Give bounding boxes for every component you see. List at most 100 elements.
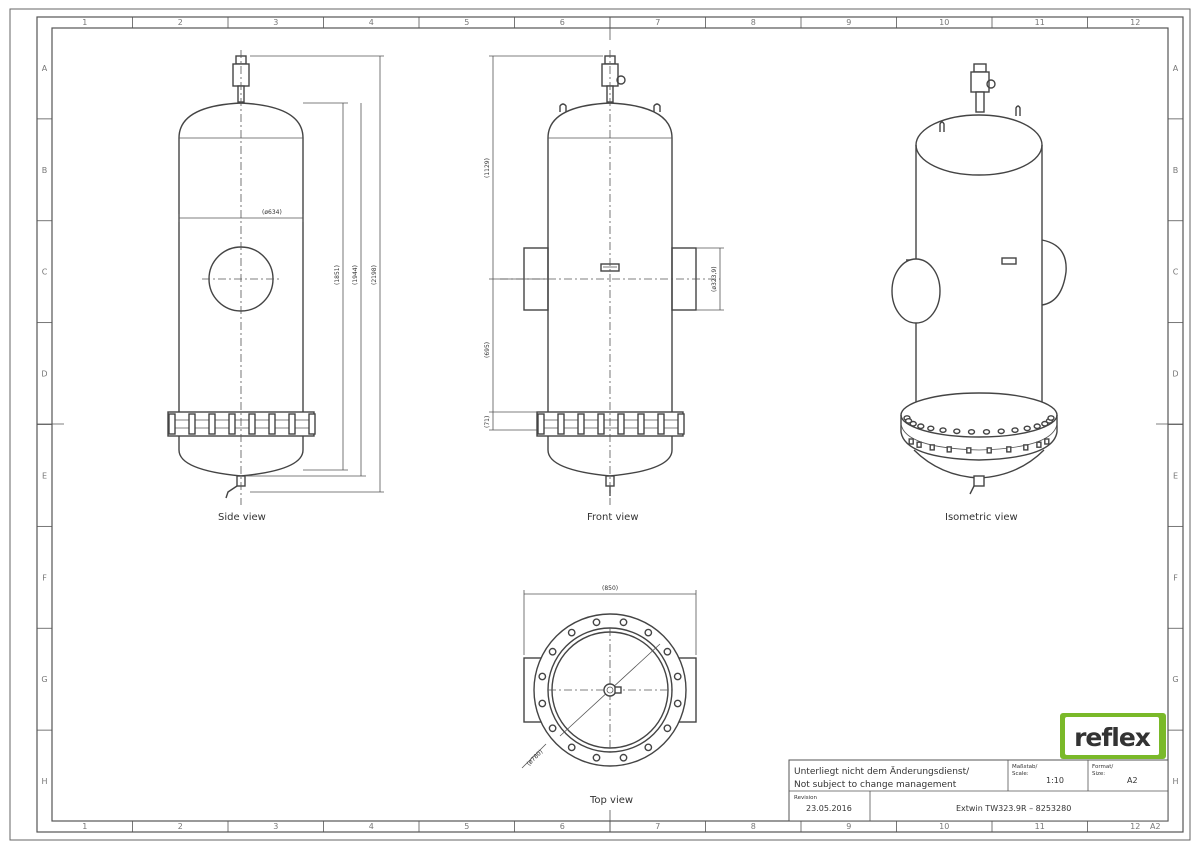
flange-bolt [953, 428, 961, 435]
grid-col-label-bottom: 2 [178, 822, 183, 831]
side-view-drawing [167, 50, 384, 505]
flange-bolt-hole [673, 699, 682, 708]
grid-col-label-top: 6 [560, 18, 565, 27]
grid-col-label-bottom: 12 [1130, 822, 1140, 831]
front-view-label: Front view [587, 512, 639, 523]
grid-row-label-left: F [42, 573, 47, 582]
reflex-logo: reflex [1060, 713, 1166, 759]
isometric-view-drawing [891, 63, 1067, 495]
grid-col-label-bottom: 8 [751, 822, 756, 831]
grid-row-label-left: C [42, 268, 48, 277]
flange-bolt-hole [673, 672, 682, 681]
grid-row-label-left: A [42, 64, 48, 73]
format-label-de: Format/ [1092, 764, 1113, 770]
grid-col-label-top: 7 [655, 18, 660, 27]
grid-row-label-right: E [1173, 471, 1178, 480]
isometric-view-label: Isometric view [945, 512, 1018, 523]
flange-bolt [917, 423, 925, 430]
flange-bolt [637, 413, 645, 435]
svg-text:reflex: reflex [1074, 723, 1151, 752]
flange-bolt-hole [538, 699, 547, 708]
grid-col-label-bottom: 1 [82, 822, 87, 831]
flange-bolt-hole [644, 743, 653, 752]
flange-nut [929, 444, 935, 451]
flange-bolt [909, 420, 917, 427]
flange-bolt-hole [548, 724, 557, 733]
dim-side-h3: (2198) [371, 265, 378, 285]
side-view-label: Side view [218, 512, 266, 523]
grid-col-label-top: 5 [464, 18, 469, 27]
dim-front-mid: (695) [484, 342, 491, 358]
flange-bolt-hole [592, 618, 601, 627]
dim-top-width: (850) [602, 585, 618, 592]
flange-bolt [927, 425, 935, 432]
title-note-de: Unterliegt nicht dem Änderungsdienst/ [794, 766, 970, 777]
flange-bolt [537, 413, 545, 435]
flange-bolt-hole [538, 672, 547, 681]
title-block [788, 759, 1169, 822]
flange-bolt [997, 428, 1005, 435]
grid-col-label-bottom: 9 [846, 822, 851, 831]
dim-front-flange: (71) [484, 416, 491, 428]
flange-bolt-hole [644, 628, 653, 637]
grid-col-label-top: 2 [178, 18, 183, 27]
grid-row-label-left: H [41, 777, 47, 786]
revision-label: Revision [794, 795, 817, 801]
flange-nut [946, 446, 952, 453]
grid-col-label-top: 4 [369, 18, 374, 27]
flange-bolt [308, 413, 316, 435]
grid-row-label-right: C [1173, 268, 1179, 277]
flange-bolt [248, 413, 256, 435]
flange-nut [1044, 438, 1050, 445]
flange-bolt [1023, 425, 1031, 432]
dim-side-h2: (1944) [352, 265, 359, 285]
flange-bolt [577, 413, 585, 435]
flange-bolt [228, 413, 236, 435]
grid-row-label-right: G [1172, 675, 1178, 684]
grid-col-label-bottom: 6 [560, 822, 565, 831]
grid-row-label-right: D [1172, 370, 1178, 379]
flange-bolt [967, 428, 976, 435]
format-label-en: Size: [1092, 771, 1105, 777]
flange-bolt [1011, 427, 1019, 433]
grid-row-label-left: E [42, 471, 47, 480]
scale-label-de: Maßstab/ [1012, 764, 1037, 770]
drawing-title: Extwin TW323.9R – 8253280 [956, 804, 1071, 813]
grid-col-label-top: 8 [751, 18, 756, 27]
flange-nut [1036, 441, 1042, 448]
flange-bolt-hole [567, 628, 576, 637]
flange-bolt-hole [619, 618, 628, 627]
grid-col-label-bottom: 10 [939, 822, 949, 831]
grid-col-label-top: 9 [846, 18, 851, 27]
grid-row-label-right: B [1173, 166, 1179, 175]
flange-bolt [268, 413, 276, 435]
revision-date: 23.05.2016 [806, 804, 852, 813]
flange-bolt [208, 413, 216, 435]
grid-col-label-top: 3 [273, 18, 278, 27]
flange-bolt [617, 413, 625, 435]
grid-col-label-bottom: 4 [369, 822, 374, 831]
dim-side-h1: (1851) [334, 265, 341, 285]
grid-row-label-left: D [41, 370, 47, 379]
flange-bolt [188, 413, 196, 435]
flange-bolt-hole [592, 753, 601, 762]
flange-bolt [982, 428, 991, 435]
flange-nut [1006, 446, 1012, 453]
corner-size-label: A2 [1150, 822, 1161, 831]
flange-nut [1023, 444, 1029, 451]
flange-bolt [597, 413, 605, 435]
flange-bolt [168, 413, 176, 435]
grid-col-label-bottom: 11 [1035, 822, 1045, 831]
grid-row-label-left: G [41, 675, 47, 684]
flange-nut [908, 438, 914, 445]
flange-bolt [657, 413, 665, 435]
grid-col-label-top: 12 [1130, 18, 1140, 27]
top-view-label: Top view [589, 795, 633, 806]
grid-col-label-top: 1 [82, 18, 87, 27]
scale-value: 1:10 [1046, 776, 1064, 785]
flange-bolt-hole [619, 753, 628, 762]
flange-bolt [288, 413, 296, 435]
title-note-en: Not subject to change management [794, 780, 957, 790]
